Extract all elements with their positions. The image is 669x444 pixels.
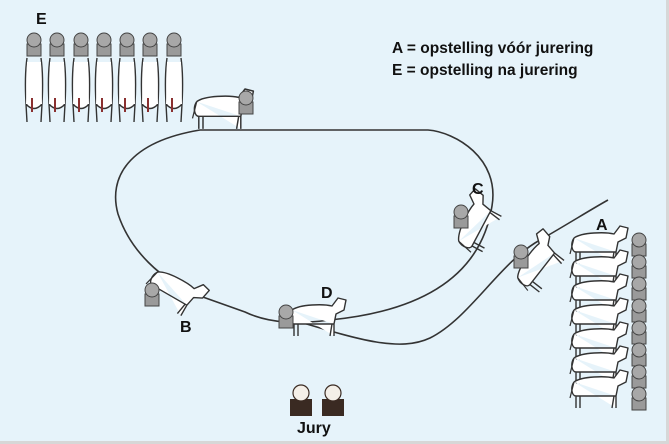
approach-path	[299, 199, 609, 345]
label-jury: Jury	[297, 420, 331, 437]
cow-position-b	[140, 258, 211, 323]
cow-position-d	[278, 297, 347, 337]
label-d: D	[321, 285, 333, 302]
jury-figures	[290, 384, 344, 416]
ring-path	[114, 129, 494, 324]
label-b: B	[180, 319, 192, 336]
label-e: E	[36, 11, 47, 28]
cow-top	[191, 88, 255, 130]
legend-line-a: A = opstelling vóór jurering	[392, 40, 594, 57]
lineup-e	[24, 32, 184, 123]
cow-position-c	[445, 187, 508, 258]
label-a: A	[596, 217, 608, 234]
legend-line-e: E = opstelling na jurering	[392, 62, 578, 79]
label-c: C	[472, 181, 484, 198]
lineup-a	[569, 225, 647, 411]
cow-approach	[505, 226, 573, 298]
legend: A = opstelling vóór jurering E = opstell…	[392, 38, 593, 82]
